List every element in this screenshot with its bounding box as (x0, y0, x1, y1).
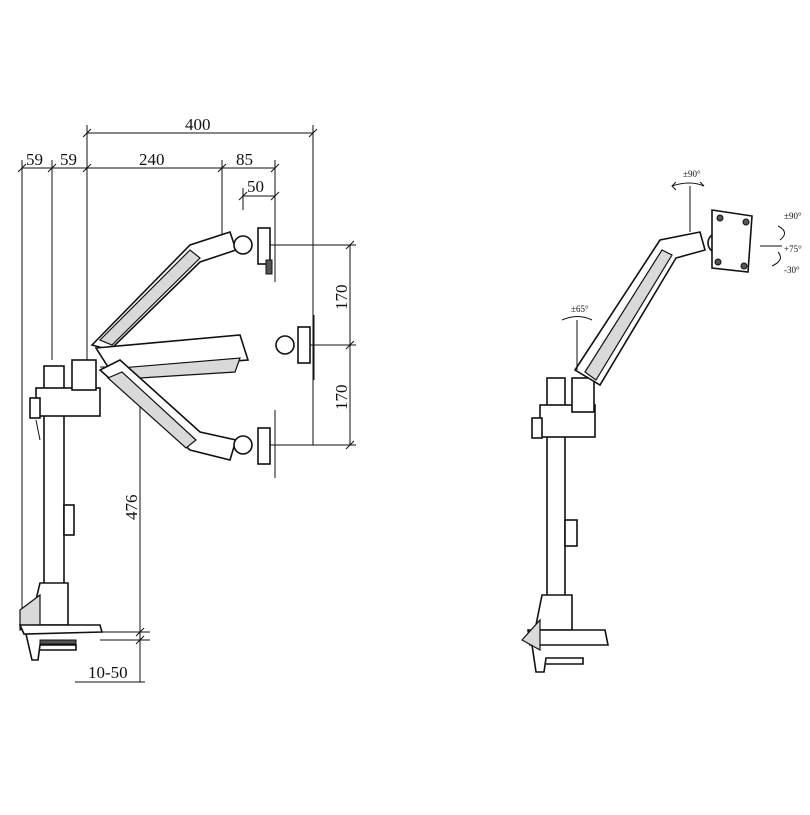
rotation-arrows (561, 181, 785, 370)
front-view: 400 59 59 240 85 50 170 170 476 10-50 (17, 115, 356, 683)
dim-10-50: 10-50 (88, 663, 128, 682)
label-tilt-up: +75° (784, 244, 802, 254)
swivel-arrow-arm (561, 316, 593, 321)
dimension-lines-right (270, 240, 356, 450)
label-tilt-down: -30° (784, 265, 800, 275)
label-arm-swivel: ±65° (571, 304, 589, 314)
side-arm (573, 209, 753, 387)
dim-50: 50 (247, 177, 264, 196)
dim-240: 240 (139, 150, 165, 169)
swivel-arrow-top (671, 182, 705, 187)
dim-59-right: 59 (60, 150, 77, 169)
front-arm-lower (98, 359, 276, 478)
rotate-arrow-right (777, 225, 785, 241)
side-clamp (521, 594, 609, 673)
front-arm-upper (90, 215, 276, 351)
side-view: ±90° ±90° +75° -30° ±65° (521, 169, 802, 673)
side-pole (531, 377, 596, 599)
label-top-swivel: ±90° (683, 169, 701, 179)
front-pole (29, 359, 101, 591)
dim-170-lower: 170 (332, 385, 351, 411)
dimension-lines-top (17, 125, 318, 630)
label-right-rotate: ±90° (784, 211, 802, 221)
dim-400: 400 (185, 115, 211, 134)
front-arm-middle (94, 315, 315, 380)
dim-59-left: 59 (26, 150, 43, 169)
dim-170-upper: 170 (332, 285, 351, 311)
front-clamp (18, 582, 104, 661)
dim-85: 85 (236, 150, 253, 169)
dim-476: 476 (122, 495, 141, 521)
